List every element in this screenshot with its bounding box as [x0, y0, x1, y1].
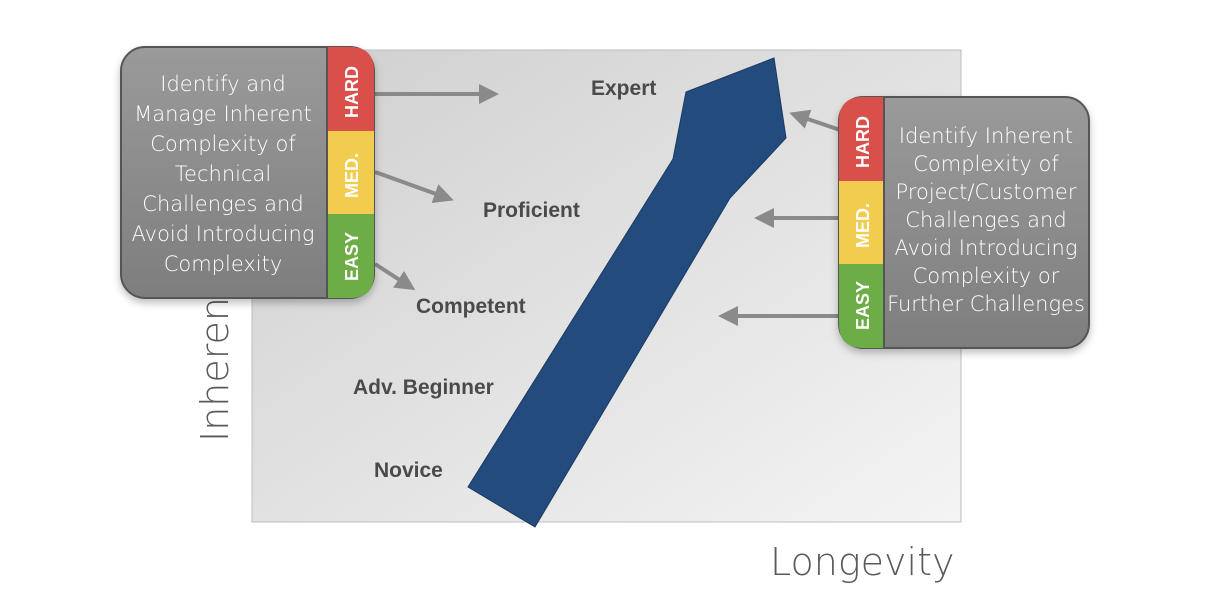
- right-line-3: Project/Customer: [896, 180, 1077, 204]
- left-medium-band: [327, 131, 374, 214]
- left-medium-label: MED.: [342, 153, 362, 198]
- level-proficient: Proficient: [483, 199, 580, 222]
- left-hard-band: [327, 47, 374, 131]
- right-line-7: Further Challenges: [887, 292, 1085, 316]
- left-line-1: Identify and: [160, 72, 285, 96]
- right-line-1: Identify Inherent: [899, 124, 1073, 148]
- left-difficulty-scale: HARD MED. EASY: [326, 47, 374, 298]
- right-hard-band: [839, 97, 884, 181]
- level-expert: Expert: [591, 77, 656, 100]
- level-competent: Competent: [416, 295, 526, 318]
- left-line-7: Complexity: [164, 252, 283, 276]
- right-line-6: Complexity or: [913, 264, 1060, 288]
- progression-arrow: [467, 57, 787, 528]
- right-easy-label: EASY: [853, 281, 873, 330]
- connector-easy-left: [373, 262, 416, 291]
- right-difficulty-scale: HARD MED. EASY: [839, 97, 885, 348]
- right-line-2: Complexity of: [913, 152, 1059, 176]
- connector-med-left: [374, 170, 454, 203]
- left-line-6: Avoid Introducing: [132, 222, 315, 246]
- left-easy-band: [327, 214, 374, 298]
- right-medium-band: [839, 181, 884, 264]
- left-line-3: Complexity of: [150, 132, 296, 156]
- left-panel-text: Identify and Manage Inherent Complexity …: [132, 72, 315, 276]
- right-line-4: Challenges and: [905, 208, 1066, 232]
- level-novice: Novice: [374, 459, 443, 482]
- right-hard-label: HARD: [853, 116, 873, 168]
- x-axis-label: Longevity: [770, 540, 954, 584]
- y-axis-label: Inherent: [193, 282, 237, 442]
- left-hard-label: HARD: [342, 66, 362, 118]
- left-easy-label: EASY: [342, 232, 362, 281]
- level-adv-beginner: Adv. Beginner: [353, 376, 494, 399]
- right-panel-text: Identify Inherent Complexity of Project/…: [887, 124, 1085, 316]
- right-medium-label: MED.: [853, 203, 873, 248]
- left-line-2: Manage Inherent: [134, 102, 312, 126]
- right-easy-band: [839, 264, 884, 348]
- connector-hard-right: [789, 109, 841, 132]
- left-line-5: Challenges and: [142, 192, 303, 216]
- right-line-5: Avoid Introducing: [895, 236, 1078, 260]
- left-line-4: Technical: [175, 162, 271, 186]
